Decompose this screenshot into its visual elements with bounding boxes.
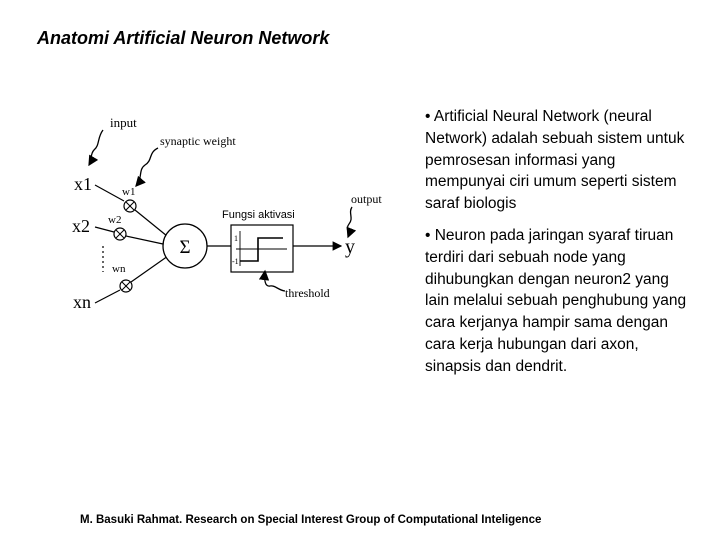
slide-title: Anatomi Artificial Neuron Network: [37, 28, 330, 48]
sigma-symbol: Σ: [179, 237, 190, 258]
activation-function-box: 1 -1: [230, 224, 294, 273]
w1-label: w1: [122, 186, 135, 198]
threshold-pointer: [258, 269, 286, 292]
y-label: y: [345, 236, 355, 258]
wn-to-sum-line: [130, 255, 169, 283]
xn-line: [94, 289, 121, 304]
weight-node-w1: [123, 199, 137, 213]
footer-credit: M. Basuki Rahmat. Research on Special In…: [80, 514, 542, 526]
step-low-label: -1: [232, 257, 239, 266]
x2-label: x2: [72, 216, 90, 236]
output-pointer: [346, 206, 357, 239]
w1-to-sum-line: [134, 209, 168, 237]
xn-label: xn: [73, 292, 91, 312]
step-function-curve: [240, 237, 283, 262]
bullet-list: • Artificial Neural Network (neural Netw…: [425, 106, 693, 388]
x1-line: [94, 184, 125, 202]
bullet-item: • Neuron pada jaringan syaraf tiruan ter…: [425, 226, 687, 375]
wn-label: wn: [112, 263, 126, 275]
weight-node-wn: [119, 279, 133, 293]
bullet-item: • Artificial Neural Network (neural Netw…: [425, 108, 685, 213]
input-pointer: [88, 129, 104, 167]
synaptic-weight-label: synaptic weight: [160, 134, 236, 148]
output-label: output: [351, 192, 382, 206]
activation-function-label: Fungsi aktivasi: [222, 209, 295, 221]
w2-label: w2: [108, 214, 121, 226]
weight-node-w2: [113, 227, 127, 241]
x1-label: x1: [74, 174, 92, 194]
threshold-label: threshold: [285, 286, 330, 300]
w2-to-sum-line: [125, 235, 164, 245]
input-label: input: [110, 115, 137, 130]
x2-line: [94, 226, 115, 233]
step-high-label: 1: [234, 234, 238, 243]
synaptic-weight-pointer: [135, 147, 159, 187]
